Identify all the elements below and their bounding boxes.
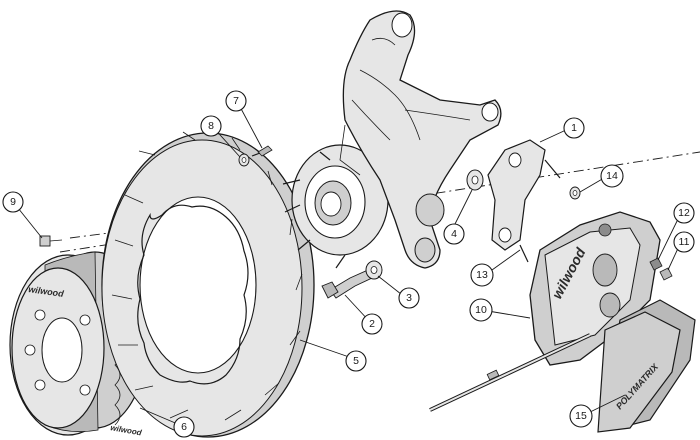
hat-edge-logo-text: wilwood: [110, 423, 144, 438]
callout-14: 14: [600, 164, 624, 188]
callout-8: 8: [200, 115, 222, 137]
callout-9-label: 9: [10, 196, 16, 208]
rotor-hat: wilwood wilwood: [9, 251, 148, 438]
steering-knuckle: [339, 10, 502, 269]
pad-retainer-pin: [429, 333, 591, 412]
bleeder-bolt: [251, 145, 273, 157]
callout-6-label: 6: [181, 421, 187, 433]
shim-washer: [466, 169, 484, 191]
mount-washer: [365, 260, 383, 280]
brake-pads: POLYMATRIX: [597, 299, 696, 433]
brake-rotor: [101, 131, 315, 438]
callout-15-label: 15: [575, 410, 587, 422]
callout-1-label: 1: [571, 122, 577, 134]
small-washer: [238, 153, 250, 167]
bleeder-screw: [659, 267, 673, 281]
brake-caliper: wilwood: [529, 211, 661, 366]
hat-logo-text: wilwood: [28, 284, 65, 299]
callout-10-label: 10: [475, 304, 487, 316]
hat-bolt: [39, 235, 63, 247]
callout-8-label: 8: [208, 120, 214, 132]
mount-bolt: [321, 269, 373, 299]
callout-11: 11: [673, 231, 695, 253]
callout-2-label: 2: [369, 318, 375, 330]
callout-10: 10: [469, 298, 493, 322]
callout-15: 15: [569, 404, 593, 428]
callout-13-label: 13: [476, 269, 488, 281]
callout-1: 1: [563, 117, 585, 139]
wheel-studs: [282, 151, 346, 269]
callout-14-label: 14: [606, 170, 618, 182]
callout-7: 7: [225, 90, 247, 112]
callout-2: 2: [361, 313, 383, 335]
callout-4: 4: [443, 223, 465, 245]
bleeder-cap: [649, 257, 663, 271]
callout-9: 9: [2, 191, 24, 213]
callout-5: 5: [345, 350, 367, 372]
callout-12: 12: [673, 202, 695, 224]
callout-7-label: 7: [233, 95, 239, 107]
callout-6: 6: [173, 416, 195, 438]
callout-12-label: 12: [678, 207, 690, 219]
callout-11-label: 11: [679, 236, 690, 248]
callout-4-label: 4: [451, 228, 457, 240]
caliper-bracket: [487, 139, 561, 263]
bracket-washer: [569, 186, 581, 200]
callout-5-label: 5: [353, 355, 359, 367]
callout-13: 13: [470, 263, 494, 287]
callout-3: 3: [398, 287, 420, 309]
callout-3-label: 3: [406, 292, 412, 304]
